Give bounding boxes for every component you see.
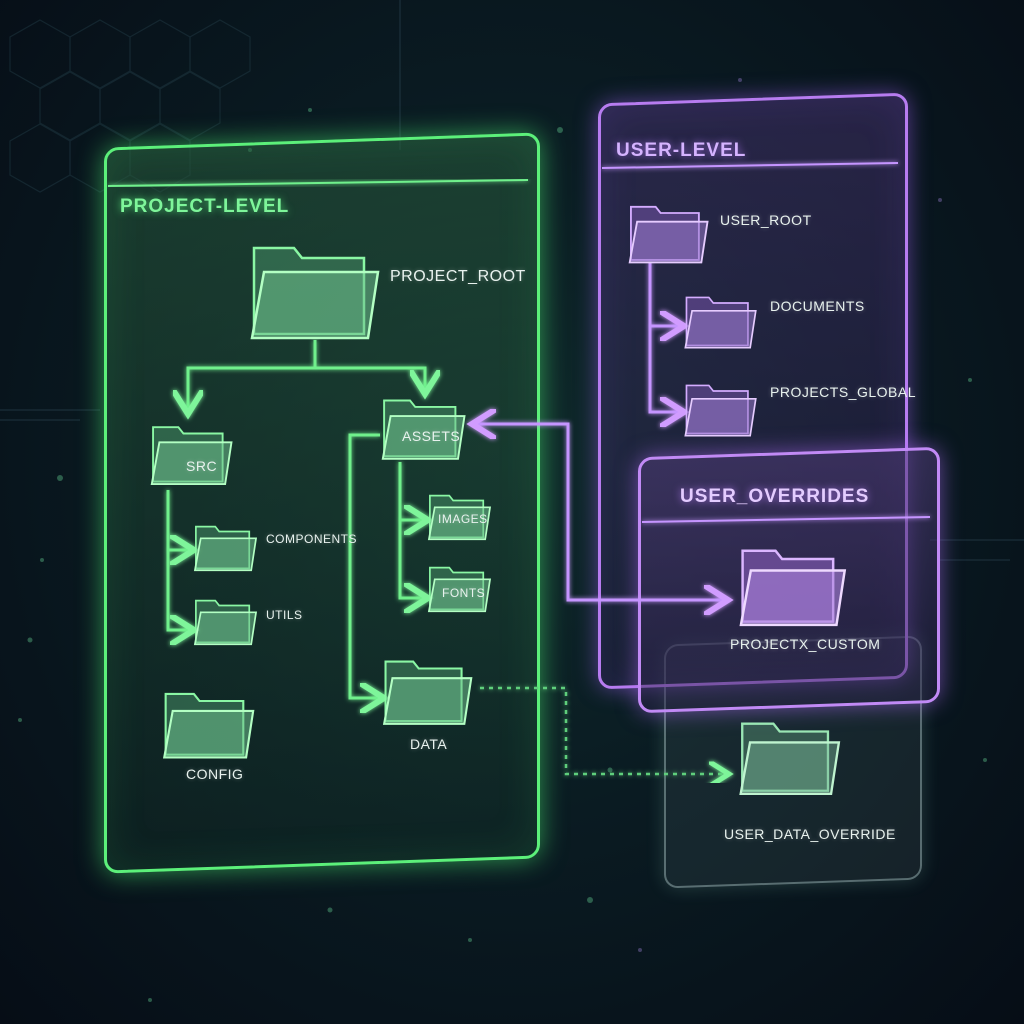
user-header-line <box>601 162 931 523</box>
src-label: SRC <box>186 458 218 474</box>
folder-icon[interactable] <box>736 542 848 632</box>
folder-icon[interactable] <box>426 490 492 544</box>
projects-global-label: PROJECTS_GLOBAL <box>770 384 916 400</box>
project-root-label: PROJECT_ROOT <box>390 268 526 285</box>
assets-to-children-line <box>398 462 422 598</box>
config-label: CONFIG <box>186 766 244 782</box>
folder-icon[interactable] <box>682 290 758 354</box>
user-level-title: USER-LEVEL <box>616 140 747 161</box>
projectx-custom-label: PROJECTX_CUSTOM <box>730 636 881 652</box>
folder-icon[interactable] <box>192 520 258 576</box>
root-to-assets-line <box>315 366 425 388</box>
folder-icon[interactable] <box>148 420 234 490</box>
user-root-to-children-line <box>648 262 678 412</box>
folder-icon[interactable] <box>376 394 470 464</box>
custom-to-assets-line <box>478 424 722 602</box>
images-label: IMAGES <box>438 512 488 526</box>
user-data-override-label: USER_DATA_OVERRIDE <box>724 826 896 842</box>
assets-to-data-line <box>348 433 380 698</box>
folder-icon[interactable] <box>246 238 382 346</box>
fonts-label: FONTS <box>442 586 486 600</box>
user-overrides-title: USER_OVERRIDES <box>680 486 870 507</box>
utils-label: UTILS <box>266 608 303 622</box>
src-to-children-line <box>166 490 188 630</box>
folder-icon[interactable] <box>380 654 474 730</box>
folder-icon[interactable] <box>682 378 758 442</box>
project-level-title: PROJECT-LEVEL <box>120 196 290 217</box>
data-to-override-dashed-line <box>480 686 724 774</box>
root-to-src-line <box>188 340 317 408</box>
user-root-label: USER_ROOT <box>720 212 812 228</box>
components-label: COMPONENTS <box>266 532 358 546</box>
folder-icon[interactable] <box>736 712 842 804</box>
documents-label: DOCUMENTS <box>770 298 865 314</box>
folder-icon[interactable] <box>626 200 710 268</box>
data-label: DATA <box>410 736 448 752</box>
folder-icon[interactable] <box>192 594 258 650</box>
assets-label: ASSETS <box>402 428 461 444</box>
folder-icon[interactable] <box>426 562 492 616</box>
folder-icon[interactable] <box>160 686 256 764</box>
project-header-line <box>107 179 529 187</box>
